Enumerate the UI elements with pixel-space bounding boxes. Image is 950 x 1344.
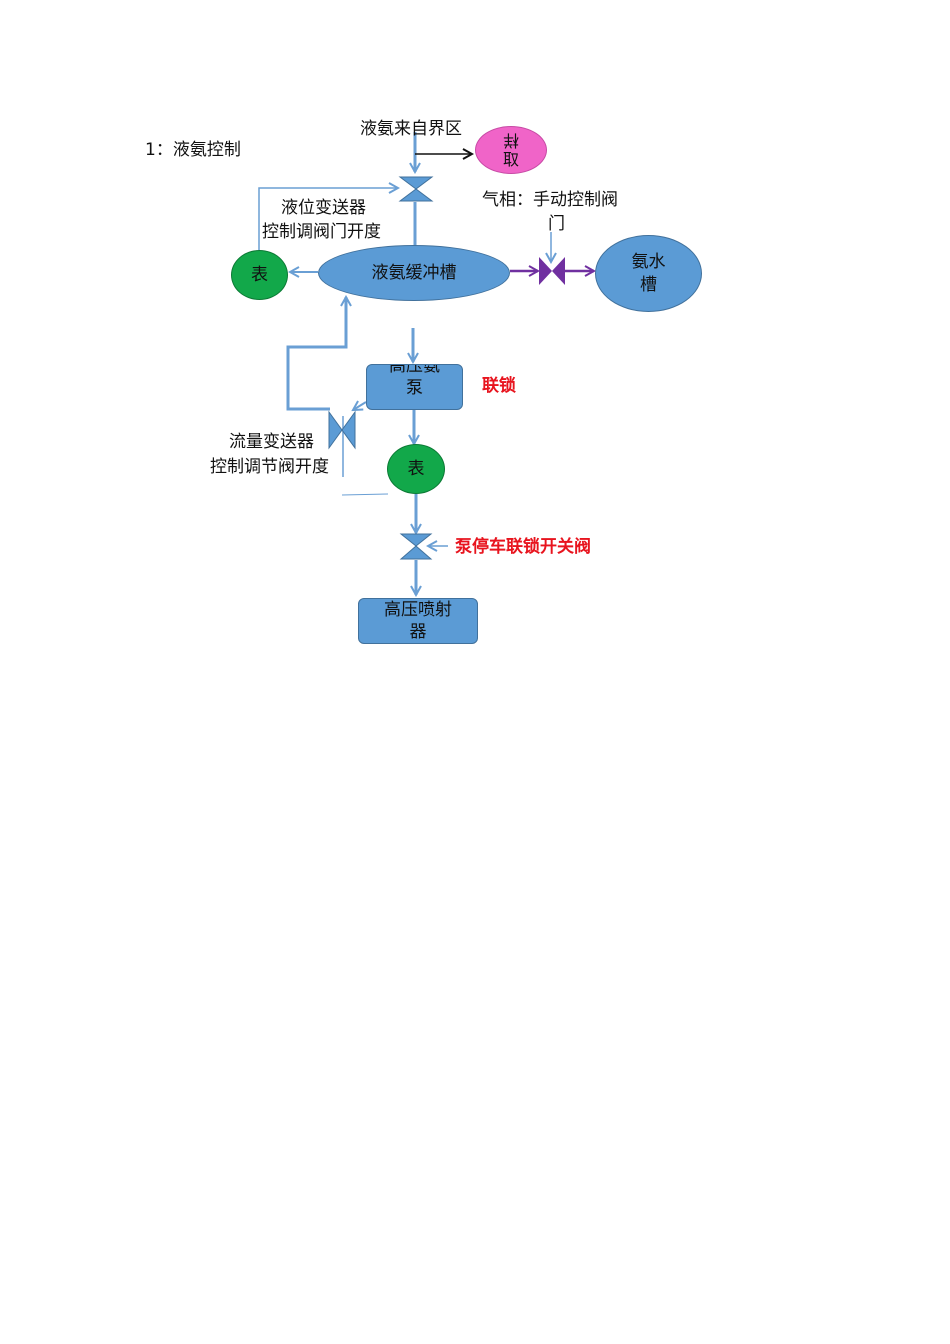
inlet-valve-icon (398, 176, 434, 190)
gas-phase-label-cont: 门 (548, 214, 565, 234)
source-label: 液氨来自界区 (360, 119, 462, 139)
gas-valve-icon-right (552, 257, 565, 285)
flow-transmitter-label: 流量变送器 (229, 432, 314, 452)
interlock-label: 联锁 (482, 376, 516, 396)
meter-tick-line (341, 493, 389, 496)
sampling-text-top: 样 (502, 131, 519, 150)
ejector-text-1: 高压喷射 (384, 600, 452, 620)
pump-text-2: 泵 (406, 378, 423, 398)
level-transmitter-label: 液位变送器 (281, 198, 366, 218)
high-pressure-ejector-node: 高压喷射 器 (358, 598, 478, 644)
level-feedback-line (258, 188, 398, 250)
interlock-valve-icon (399, 533, 433, 547)
ammonia-water-text-1: 氨水 (631, 251, 666, 272)
gas-phase-label: 气相：手动控制阀 (482, 190, 618, 210)
buffer-tank-node: 液氨缓冲槽 (318, 245, 510, 301)
pump-stop-valve-label: 泵停车联锁开关阀 (455, 537, 591, 557)
section-title: 1：液氨控制 (145, 140, 241, 160)
inlet-valve-icon-lower (398, 188, 434, 202)
pump-to-recycle-line (353, 402, 367, 410)
buffer-tank-text: 液氨缓冲槽 (371, 262, 457, 283)
level-meter-node: 表 (231, 250, 288, 300)
flow-meter-text: 表 (407, 458, 425, 479)
ammonia-water-tank-node: 氨水 槽 (595, 235, 702, 312)
ammonia-water-text-2: 槽 (640, 274, 657, 295)
recycle-valve-icon-right (341, 410, 356, 450)
sampling-node: 样 取 (475, 126, 547, 174)
flow-meter-node: 表 (387, 444, 445, 494)
high-pressure-pump-node: 高压氨 泵 (366, 364, 463, 410)
pump-text-1: 高压氨 (389, 364, 440, 376)
gas-valve-icon (539, 257, 552, 285)
level-meter-text: 表 (251, 264, 268, 285)
recycle-loop-line (286, 297, 346, 411)
ejector-text-2: 器 (409, 622, 427, 642)
recycle-valve-icon (328, 410, 343, 450)
sampling-text-bottom: 取 (502, 150, 519, 169)
level-control-label: 控制调阀门开度 (262, 222, 381, 242)
flow-control-label: 控制调节阀开度 (210, 457, 329, 477)
interlock-valve-icon-lower (399, 545, 433, 560)
